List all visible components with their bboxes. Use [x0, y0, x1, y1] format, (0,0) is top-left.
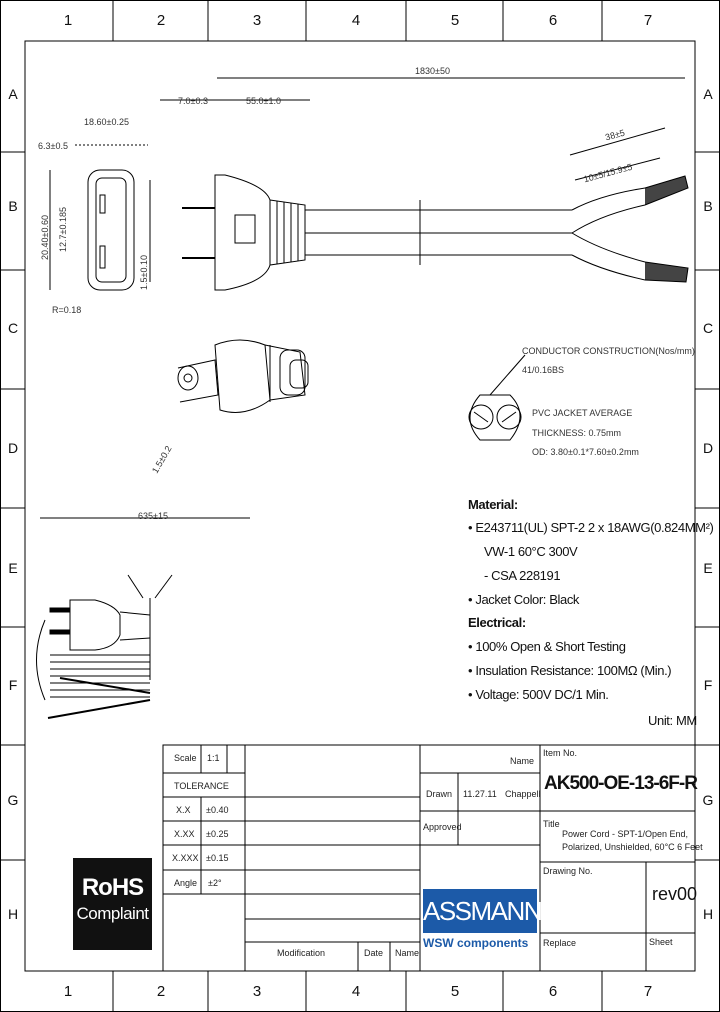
- tol-xx-value: ±0.40: [206, 805, 229, 815]
- rohs-badge: RoHS Complaint: [73, 858, 152, 950]
- zone-col-1-bottom: 1: [63, 983, 73, 1000]
- zone-row-e: E: [8, 560, 18, 576]
- zone-col-5-bottom: 5: [450, 983, 460, 1000]
- cross-section-strands: 41/0.16BS: [522, 365, 565, 375]
- unit-label: Unit: MM: [648, 713, 697, 728]
- cable-cross-section: [468, 354, 526, 441]
- zone-row-h-right: H: [702, 906, 714, 922]
- tol-xxx-label: X.XX: [174, 829, 195, 839]
- zone-row-f: F: [8, 677, 18, 693]
- item-number: AK500-OE-13-6F-R: [544, 773, 698, 794]
- zone-col-2-bottom: 2: [156, 983, 166, 1000]
- scale-value: 1:1: [207, 753, 220, 763]
- material-heading: Material:: [468, 497, 518, 512]
- plug-3d-view: [177, 339, 309, 413]
- dim-12: 12.7±0.185: [58, 207, 68, 252]
- title-line-2: Polarized, Unshielded, 60°C 6 Feet: [562, 842, 703, 852]
- name-label: Name: [510, 756, 535, 766]
- tol-xxx-value: ±0.25: [206, 829, 229, 839]
- electrical-line-3: • Voltage: 500V DC/1 Min.: [468, 687, 609, 702]
- zone-col-3: 3: [252, 12, 262, 29]
- item-no-label: Item No.: [543, 748, 578, 758]
- dim-overall-length: 1830±50: [415, 66, 450, 76]
- tol-angle-label: Angle: [174, 878, 198, 888]
- material-line-2: VW-1 60°C 300V: [484, 544, 578, 559]
- sheet-label: Sheet: [649, 937, 673, 947]
- material-line-3: - CSA 228191: [484, 568, 561, 583]
- zone-row-b-right: B: [703, 198, 713, 214]
- plug-side-view: [160, 77, 689, 291]
- zone-row-b: B: [8, 198, 18, 214]
- dim-55: 55.0±1.0: [246, 96, 281, 106]
- zone-col-6: 6: [548, 12, 558, 29]
- zone-row-h: H: [7, 906, 19, 922]
- title-label: Title: [543, 819, 560, 829]
- drawn-name: Chappell: [505, 789, 541, 799]
- zone-row-g: G: [7, 792, 19, 808]
- approved-label: Approved: [423, 822, 462, 832]
- rohs-title: RoHS: [81, 874, 144, 901]
- material-line-4: • Jacket Color: Black: [468, 592, 580, 607]
- zone-row-d: D: [7, 440, 19, 456]
- zone-col-6-bottom: 6: [548, 983, 558, 1000]
- dim-coil: 635±15: [138, 511, 168, 521]
- electrical-heading: Electrical:: [468, 615, 526, 630]
- zone-row-a: A: [8, 86, 18, 102]
- tol-angle-value: ±2°: [208, 878, 222, 888]
- dim-6: 6.3±0.5: [38, 141, 68, 151]
- zone-col-7-bottom: 7: [643, 983, 653, 1000]
- zone-row-e-right: E: [703, 560, 713, 576]
- dim-7: 7.0±0.3: [178, 96, 208, 106]
- date-label: Date: [364, 948, 384, 958]
- title-block-grid: [162, 744, 696, 972]
- material-line-1: • E243711(UL) SPT-2 2 x 18AWG(0.824MM²): [468, 520, 714, 535]
- zone-row-d-right: D: [702, 440, 714, 456]
- zone-row-a-right: A: [703, 86, 713, 102]
- name-label-bottom: Name: [395, 948, 420, 958]
- zone-col-2: 2: [156, 12, 166, 29]
- assmann-logo: ASSMANN: [423, 889, 543, 933]
- drawn-date: 11.27.11: [463, 789, 497, 799]
- dim-plug-width: 18.60±0.25: [84, 117, 129, 127]
- drawing-no-label: Drawing No.: [543, 866, 593, 876]
- zone-col-7: 7: [643, 12, 653, 29]
- coiled-cord-view: [36, 517, 250, 719]
- cross-section-od: OD: 3.80±0.1*7.60±0.2mm: [532, 447, 639, 457]
- zone-row-c: C: [7, 320, 19, 336]
- zone-row-f-right: F: [703, 677, 713, 693]
- zone-row-c-right: C: [702, 320, 714, 336]
- revision: rev00: [652, 884, 698, 904]
- cross-section-insulation: PVC JACKET AVERAGE: [532, 408, 633, 418]
- drawn-label: Drawn: [426, 789, 453, 799]
- tol-xxxx-label: X.XXX: [172, 853, 199, 863]
- cross-section-thickness: THICKNESS: 0.75mm: [532, 428, 622, 438]
- tol-xxxx-value: ±0.15: [206, 853, 229, 863]
- title-line-1: Power Cord - SPT-1/Open End,: [562, 829, 689, 839]
- dim-1-5: 1.5±0.10: [139, 255, 149, 290]
- zone-col-5: 5: [450, 12, 460, 29]
- tol-xx-label: X.X: [176, 805, 191, 815]
- zone-col-3-bottom: 3: [252, 983, 262, 1000]
- rohs-subtitle: Complaint: [76, 904, 149, 923]
- zone-col-4-bottom: 4: [351, 983, 361, 1000]
- zone-row-g-right: G: [702, 792, 714, 808]
- zone-col-4: 4: [351, 12, 361, 29]
- electrical-line-2: • Insulation Resistance: 100MΩ (Min.): [468, 663, 672, 678]
- dim-radius: R=0.18: [52, 305, 82, 315]
- dim-20: 20.40±0.60: [40, 215, 50, 260]
- plug-front-view: [49, 144, 151, 291]
- zone-col-1: 1: [63, 12, 73, 29]
- wsw-components-logo: WSW components: [423, 936, 529, 950]
- electrical-line-1: • 100% Open & Short Testing: [468, 639, 626, 654]
- cross-section-conductor: CONDUCTOR CONSTRUCTION(Nos/mm): [522, 346, 695, 356]
- replace-label: Replace: [543, 938, 577, 948]
- modification-label: Modification: [277, 948, 326, 958]
- scale-label: Scale: [174, 753, 197, 763]
- tolerance-label: TOLERANCE: [174, 781, 229, 791]
